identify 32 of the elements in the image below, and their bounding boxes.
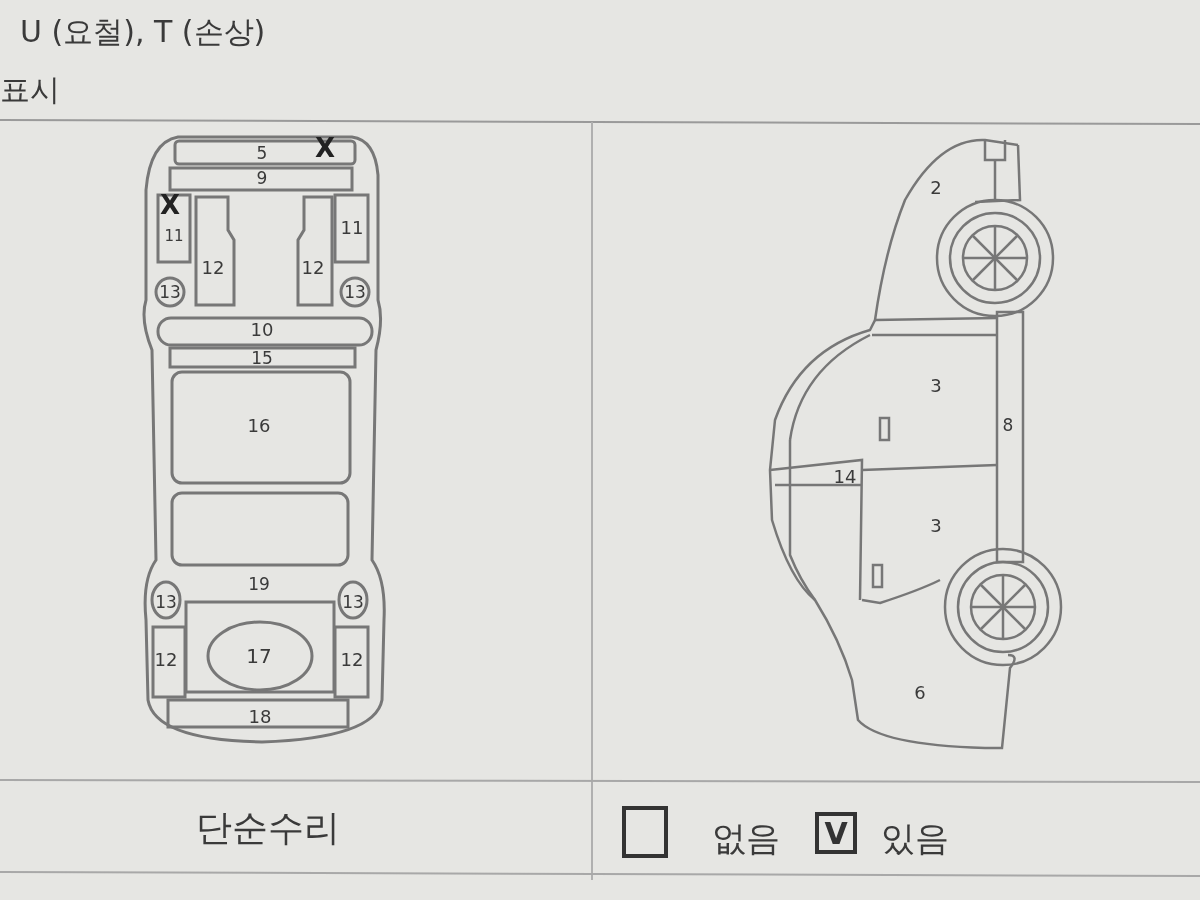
part-number: 17 [246,646,272,666]
form-text: 단순수리 [196,810,340,846]
part-number: 18 [248,708,272,726]
part-number: 14 [833,468,857,486]
part-number: 16 [247,417,271,435]
part-number: 13 [342,593,364,611]
part-number: 5 [256,144,268,162]
part-number: 3 [930,377,942,395]
checkbox: V [815,812,857,854]
form-text: 없음 [712,821,780,855]
part-number: 12 [340,651,364,669]
part-number: 13 [155,593,177,611]
part-number: 11 [340,219,364,237]
part-number: 3 [930,517,942,535]
part-number: 2 [930,179,942,197]
part-number: 13 [344,283,366,301]
part-number: 15 [251,349,273,367]
part-number: 12 [154,651,178,669]
part-number: 12 [201,259,225,277]
part-number: 19 [248,575,270,593]
part-number: 11 [164,228,184,244]
part-number: 9 [256,169,268,187]
part-number: 10 [250,321,274,339]
form-text: 표시 [0,75,60,105]
form-text: U (요철), T (손상) [20,17,266,47]
form-text: 있음 [881,821,949,855]
part-number: 6 [914,684,926,702]
damage-mark: X [160,192,180,218]
part-number: 8 [1002,416,1014,434]
damage-mark: X [315,135,335,161]
part-number: 13 [159,283,181,301]
part-number: 12 [301,259,325,277]
